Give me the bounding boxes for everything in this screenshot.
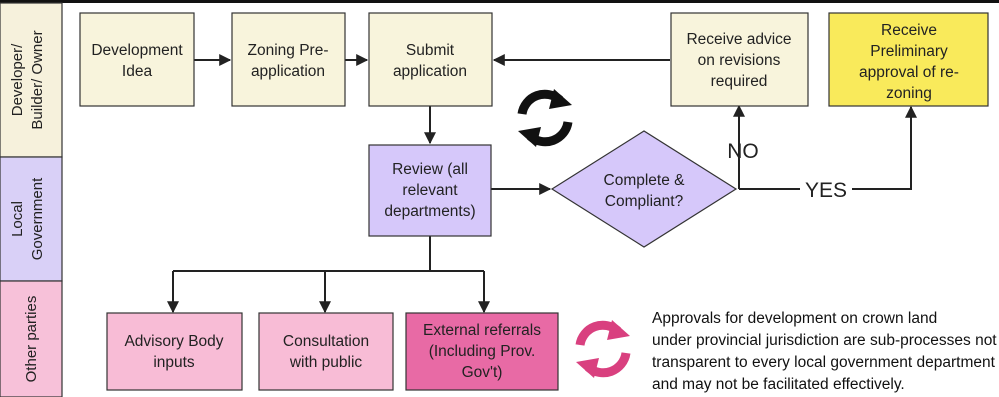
node-decision-line1: Complete &: [604, 172, 686, 189]
node-receive-advice: [670, 12, 809, 107]
node-advisory-body: [106, 312, 243, 391]
node-approval-line4: zoning: [886, 85, 932, 102]
node-zoning-line2: application: [251, 63, 325, 80]
arrow-yes-to-approval: [852, 105, 917, 190]
lane-government-label-line2: Government: [29, 177, 46, 260]
cycle-head-lower: [518, 127, 541, 147]
node-external-line3: Gov't): [462, 364, 503, 381]
node-complete-compliant: [550, 130, 738, 248]
node-submit-line2: application: [393, 63, 467, 80]
node-approval-line1: Receive: [881, 22, 937, 39]
node-advisory-line2: inputs: [153, 354, 195, 371]
node-submit-line1: Submit: [406, 42, 455, 59]
cycle-pink-head-upper: [607, 320, 630, 340]
node-review-line2: relevant: [402, 182, 458, 199]
node-consultation-line2: with public: [289, 354, 363, 371]
lane-developer-label-line2: Builder/ Owner: [29, 30, 46, 129]
note-line2: under provincial jurisdiction are sub-pr…: [652, 332, 997, 349]
node-development-idea: [79, 12, 195, 107]
cycle-head-upper: [549, 89, 572, 109]
note-line4: and may not be facilitated effectively.: [652, 376, 905, 393]
node-external-referrals: [405, 312, 559, 391]
node-review-line1: Review (all: [392, 161, 468, 178]
node-review-line3: departments): [384, 203, 475, 220]
note-line1: Approvals for development on crown land: [652, 310, 937, 327]
lane-other-header: [0, 280, 63, 397]
sub-process-note: Approvals for development on crown land …: [652, 310, 997, 393]
node-advice-line1: Receive advice: [686, 31, 791, 48]
node-submit-application: [368, 12, 493, 107]
node-advice-line3: required: [711, 73, 768, 90]
node-preliminary-approval: [828, 12, 989, 107]
lane-government-header: [0, 156, 63, 282]
lane-other-label: Other parties: [23, 296, 40, 383]
lane-developer-label-line1: Developer/: [9, 43, 26, 116]
node-decision-line2: Compliant?: [605, 193, 684, 210]
cycle-pink-head-lower: [576, 358, 599, 378]
note-line3: transparent to every local government de…: [652, 354, 996, 371]
refresh-cycle-icon: [517, 89, 573, 147]
node-development-idea-line2: Idea: [122, 63, 153, 80]
refresh-cycle-icon-pink: [575, 320, 631, 378]
lane-developer-header: [0, 2, 63, 158]
node-zoning-pre-application: [231, 12, 346, 107]
node-advice-line2: on revisions: [698, 52, 781, 69]
node-external-line2: (Including Prov.: [429, 343, 536, 360]
node-consultation-line1: Consultation: [283, 333, 369, 350]
lane-government-label-line1: Local: [9, 201, 26, 237]
edge-label-no: NO: [727, 140, 759, 163]
node-advisory-line1: Advisory Body: [124, 333, 223, 350]
node-approval-line3: approval of re-: [859, 64, 959, 81]
node-zoning-line1: Zoning Pre-: [248, 42, 329, 59]
edge-label-yes: YES: [805, 179, 847, 202]
node-consultation: [258, 312, 394, 391]
node-review: [368, 144, 492, 237]
node-development-idea-line1: Development: [91, 42, 183, 59]
top-border: [0, 0, 999, 3]
node-approval-line2: Preliminary: [870, 43, 948, 60]
node-external-line1: External referrals: [423, 322, 541, 339]
